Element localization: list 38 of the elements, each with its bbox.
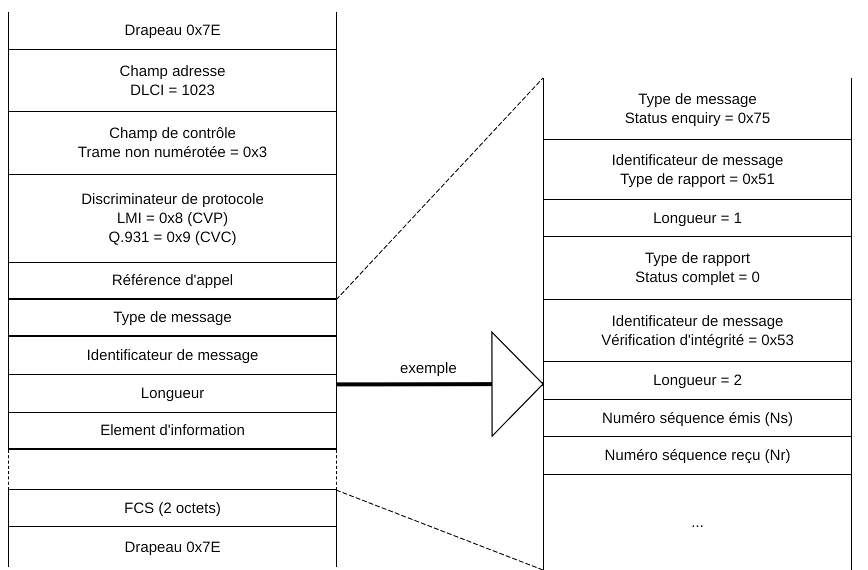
- empty-field-box: [8, 450, 337, 490]
- frame-box: [8, 12, 337, 567]
- edge-label: exemple: [400, 360, 457, 378]
- field-text: Discriminateur de protocole: [81, 190, 264, 209]
- field-text: Status complet = 0: [635, 268, 760, 287]
- field-box: [544, 78, 851, 140]
- field-text: Trame non numérotée = 0x3: [78, 143, 268, 162]
- field-text: Identificateur de message: [612, 312, 784, 330]
- frame-box: [543, 78, 852, 570]
- field-box: [9, 12, 336, 50]
- field-text: Référence d'appel: [112, 271, 234, 290]
- field-text: Drapeau 0x7E: [124, 538, 220, 556]
- field-text: LMI = 0x8 (CVP): [116, 209, 228, 228]
- arrow: [337, 332, 544, 437]
- field-text: Q.931 = 0x9 (CVC): [108, 228, 236, 247]
- field-text: Type de message: [113, 308, 232, 327]
- field-text: FCS (2 octets): [124, 498, 221, 518]
- field-text: Longueur = 2: [653, 371, 742, 390]
- field-text: Longueur = 1: [653, 208, 742, 228]
- connector-line: [336, 78, 544, 300]
- field-text: Type de rapport = 0x51: [620, 170, 775, 188]
- field-box: [9, 490, 336, 527]
- field-text: Drapeau 0x7E: [124, 21, 220, 40]
- field-text: ...: [691, 513, 704, 532]
- field-text: Champ adresse: [120, 62, 226, 80]
- field-text: Status enquiry = 0x75: [624, 108, 770, 128]
- field-text: Identificateur de message: [612, 150, 784, 170]
- field-text: Identificateur de message: [86, 346, 258, 365]
- field-text: Longueur: [140, 384, 204, 403]
- field-text: Type de rapport: [644, 249, 750, 268]
- field-text: Champ de contrôle: [109, 124, 236, 143]
- connector-line: [336, 490, 544, 570]
- field-text: Numéro séquence reçu (Nr): [604, 446, 790, 465]
- field-text: Type de message: [638, 90, 757, 108]
- field-text: Element d'information: [100, 421, 245, 440]
- field-text: Numéro séquence émis (Ns): [602, 408, 793, 428]
- field-text: DLCI = 1023: [130, 80, 215, 100]
- field-text: Vérification d'intégrité = 0x53: [601, 330, 794, 350]
